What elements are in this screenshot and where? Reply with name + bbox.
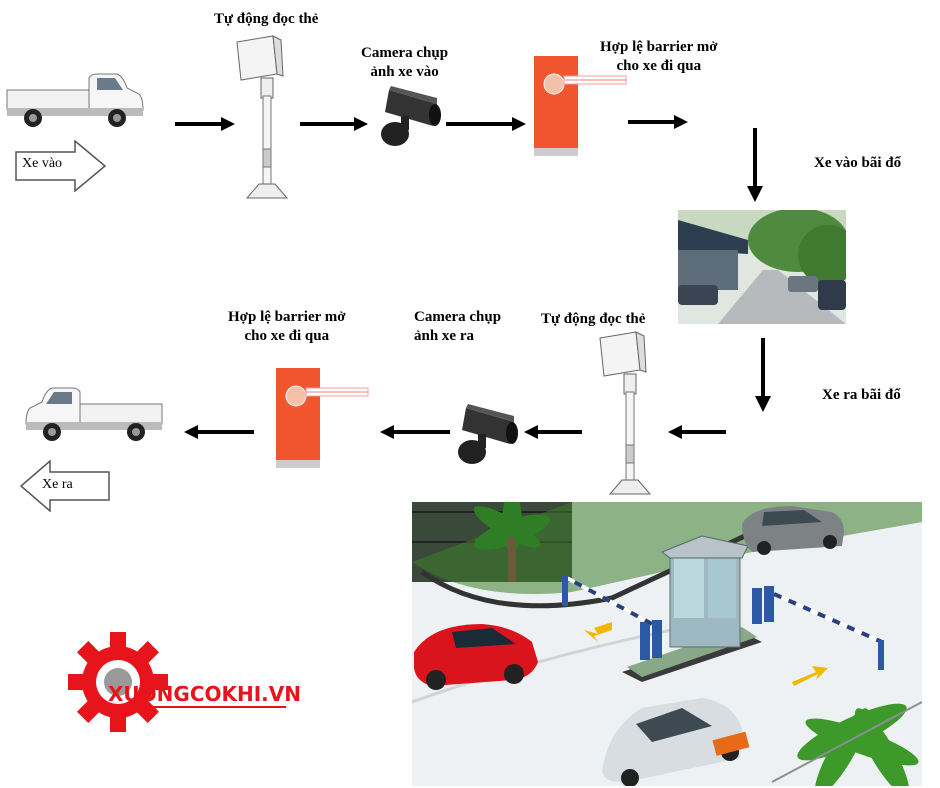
entry-truck-image	[5, 68, 145, 130]
logo-underline	[108, 706, 286, 708]
to-parking-label: Xe vào bãi đổ	[814, 155, 902, 171]
flow-arrow-right	[300, 116, 370, 132]
exit-barrier-image	[272, 366, 372, 472]
from-parking-label: Xe ra bãi đổ	[822, 387, 901, 403]
flow-arrow-left	[666, 424, 728, 440]
exit-barrier-label: Hợp lệ barrier mở cho xe đi qua	[228, 309, 346, 344]
exit-truck-image	[22, 382, 164, 444]
entry-camera-label: Camera chụp ảnh xe vào	[361, 45, 449, 80]
logo-text: XUONGCOKHI.VN	[108, 682, 301, 706]
gear-logo-icon	[66, 630, 170, 734]
entry-barrier-label: Hợp lệ barrier mở cho xe đi qua	[600, 39, 718, 74]
entry-read-card-label: Tự động đọc thẻ	[214, 11, 319, 27]
flow-arrow-left	[182, 424, 256, 440]
parking-lot-photo	[678, 210, 846, 324]
flow-arrow-down	[754, 338, 772, 414]
flow-arrow-right	[628, 114, 690, 130]
entry-direction-label: Xe vào	[22, 156, 63, 171]
exit-direction-arrow	[20, 460, 110, 512]
flow-arrow-right	[446, 116, 528, 132]
exit-camera-image	[452, 404, 522, 466]
entry-direction-arrow	[15, 140, 107, 192]
exit-card-reader-image	[596, 330, 656, 500]
entry-barrier-image	[530, 54, 630, 160]
parking-gate-illustration	[412, 502, 922, 786]
exit-read-card-label: Tự động đọc thẻ	[541, 311, 646, 327]
flow-arrow-left	[522, 424, 584, 440]
exit-direction-label: Xe ra	[42, 477, 73, 492]
entry-card-reader-image	[233, 34, 293, 204]
flow-arrow-down	[746, 128, 764, 204]
flow-arrow-left	[378, 424, 452, 440]
entry-camera-image	[375, 86, 445, 148]
flow-arrow-right	[175, 116, 237, 132]
exit-camera-label: Camera chụp ảnh xe ra	[414, 309, 502, 344]
